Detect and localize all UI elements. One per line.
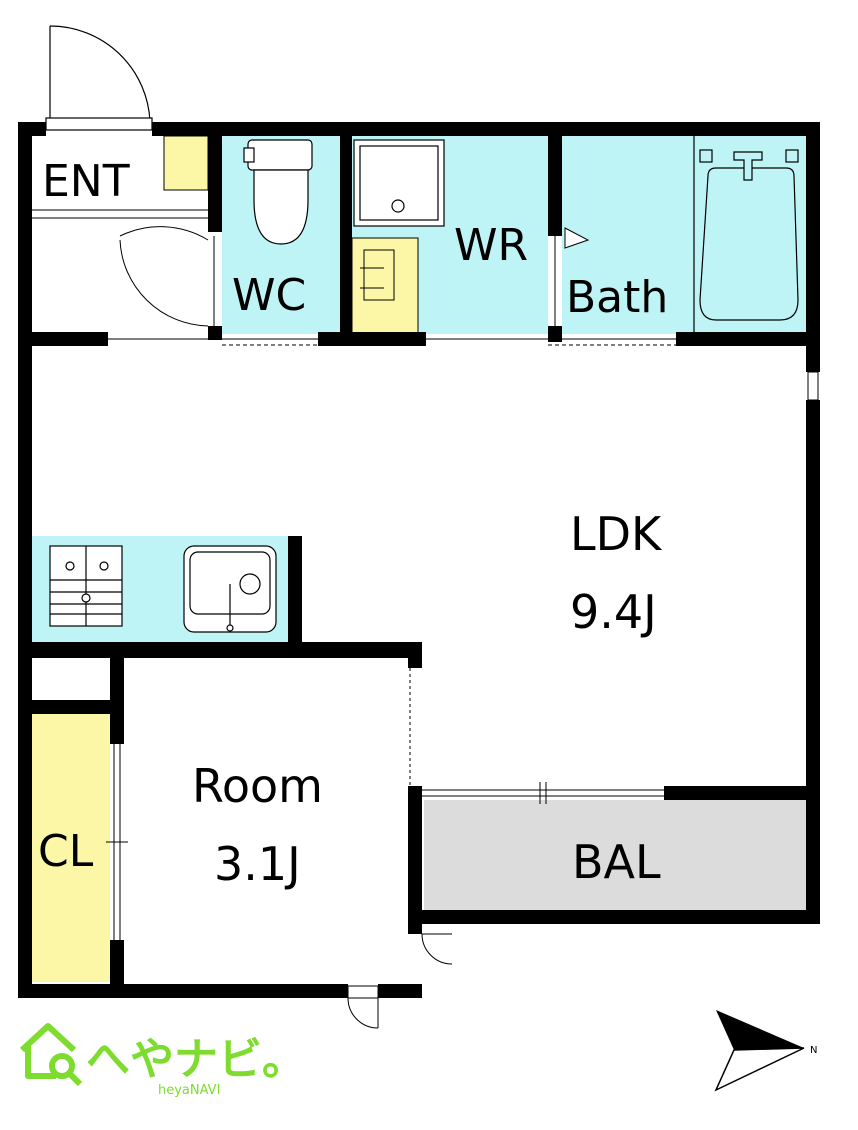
- walls: [18, 122, 820, 998]
- shoe-cabinet: [163, 135, 209, 191]
- house-search-icon: [19, 1023, 83, 1087]
- ent-label: ENT: [42, 156, 130, 207]
- stove: [49, 545, 123, 627]
- wr-label: WR: [454, 220, 528, 271]
- washing-machine-pan: [353, 139, 445, 227]
- compass-icon: N: [714, 1010, 817, 1092]
- room-size: 3.1J: [214, 837, 301, 891]
- bath-label: Bath: [566, 272, 668, 323]
- compass-north-label: N: [810, 1045, 817, 1056]
- ldk-label: LDK: [570, 507, 663, 561]
- vanity-sink: [360, 249, 395, 301]
- balcony-area: [424, 800, 806, 910]
- bal-label: BAL: [572, 835, 661, 889]
- closet-area: [32, 714, 110, 982]
- vanity-counter: [351, 237, 419, 335]
- kitchen-sink: [183, 545, 277, 633]
- logo-text: へやナビ。: [86, 1034, 306, 1085]
- wc-label: WC: [232, 270, 306, 321]
- cl-label: CL: [38, 826, 94, 877]
- room-label: Room: [192, 759, 323, 813]
- bathtub: [693, 136, 799, 334]
- openings: [32, 209, 819, 1029]
- entry-door: [45, 25, 153, 131]
- logo-subtext: heyaNAVI: [158, 1083, 220, 1098]
- toilet: [243, 139, 313, 245]
- ldk-size: 9.4J: [570, 585, 657, 639]
- heyanavi-logo: へやナビ。 heyaNAVI: [19, 1023, 306, 1098]
